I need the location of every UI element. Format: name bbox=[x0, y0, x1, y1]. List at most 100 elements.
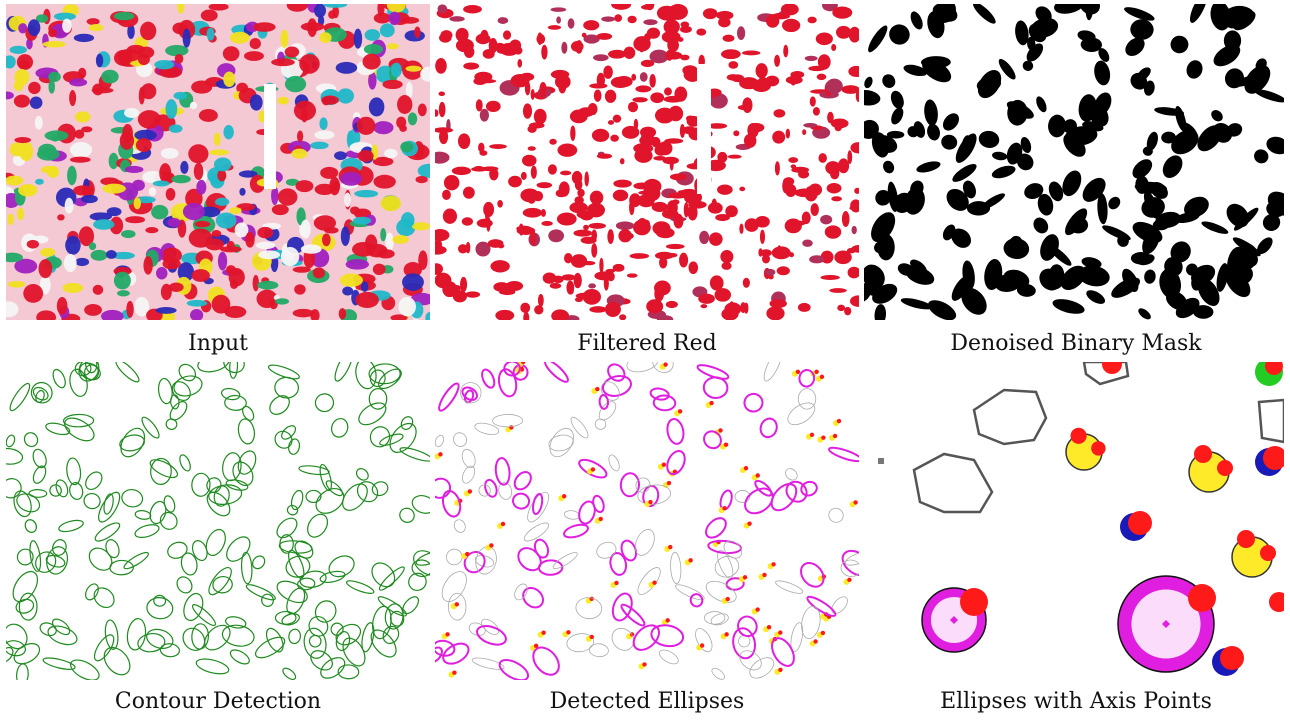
contour-outline bbox=[13, 643, 41, 665]
mask-blob bbox=[1211, 109, 1223, 122]
contour-outline bbox=[372, 605, 392, 640]
filtered-blob bbox=[522, 154, 537, 167]
filtered-blob bbox=[442, 208, 458, 224]
input-blob bbox=[200, 9, 218, 22]
input-blob bbox=[64, 197, 74, 214]
filtered-blob bbox=[832, 6, 853, 19]
input-blob bbox=[34, 115, 43, 130]
axis-dot-red bbox=[668, 544, 673, 550]
contour-outline bbox=[286, 504, 299, 516]
filtered-blob bbox=[817, 54, 831, 70]
mask-blob bbox=[927, 123, 940, 141]
contour-outline bbox=[285, 555, 311, 578]
filtered-blob bbox=[607, 120, 615, 125]
input-blob bbox=[7, 280, 26, 288]
input-blob bbox=[342, 286, 354, 296]
contour-outline bbox=[149, 459, 179, 479]
axis-dot-red bbox=[438, 452, 443, 457]
filtered-blob bbox=[587, 103, 598, 116]
input-blob bbox=[229, 31, 250, 44]
filtered-blob bbox=[593, 54, 609, 62]
contour-outline bbox=[232, 461, 254, 487]
input-blob bbox=[165, 187, 176, 201]
input-blob bbox=[345, 259, 369, 270]
filtered-blob bbox=[516, 225, 532, 232]
contour-gray bbox=[498, 482, 513, 500]
input-blob bbox=[398, 296, 416, 317]
ellipse-fit bbox=[689, 593, 704, 608]
filtered-blob bbox=[687, 204, 698, 221]
ellipse-fit bbox=[666, 418, 685, 445]
filtered-blob bbox=[663, 19, 680, 35]
input-blob bbox=[177, 262, 195, 282]
filtered-blob bbox=[576, 210, 590, 219]
axis-dot-red bbox=[566, 630, 571, 635]
contour-outline bbox=[126, 618, 147, 651]
mask-blob bbox=[1212, 123, 1233, 143]
ellipse-fit bbox=[532, 646, 560, 676]
filtered-blob bbox=[451, 166, 472, 176]
contour-outline bbox=[276, 517, 298, 539]
mask-blob bbox=[871, 212, 896, 243]
input-blob bbox=[321, 95, 339, 105]
input-blob bbox=[74, 111, 91, 123]
input-blob bbox=[405, 81, 413, 100]
mask-blob bbox=[1189, 4, 1208, 23]
contour-outline bbox=[167, 541, 188, 559]
filtered-blob bbox=[804, 185, 818, 202]
contour-outline bbox=[337, 664, 360, 680]
input-blob bbox=[211, 229, 222, 238]
axis-dot-red bbox=[718, 428, 723, 433]
filtered-blob bbox=[682, 126, 697, 135]
input-blob bbox=[382, 79, 403, 90]
input-blob bbox=[143, 256, 153, 275]
input-blob bbox=[62, 282, 84, 293]
axis-dot-red bbox=[665, 618, 670, 623]
mask-blob bbox=[864, 119, 879, 139]
filtered-blob bbox=[495, 309, 515, 320]
filtered-blob bbox=[722, 34, 735, 42]
filtered-blob bbox=[457, 244, 468, 254]
input-blob bbox=[65, 235, 81, 255]
contour-gray bbox=[611, 627, 635, 651]
mask-blob bbox=[1184, 196, 1209, 218]
contour-outline bbox=[42, 657, 76, 670]
filtered-blob bbox=[803, 122, 818, 128]
filtered-blob bbox=[552, 275, 564, 284]
input-blob bbox=[340, 171, 362, 186]
contour-outline bbox=[32, 448, 47, 469]
contour-outline bbox=[39, 622, 57, 637]
input-blob bbox=[6, 301, 19, 318]
contour-outline bbox=[335, 623, 362, 646]
input-blob bbox=[198, 109, 218, 122]
contour-outline bbox=[320, 657, 346, 679]
contour-gray bbox=[453, 519, 466, 533]
filtered-blob bbox=[742, 277, 750, 288]
input-blob bbox=[9, 45, 27, 55]
filtered-blob bbox=[608, 49, 627, 59]
input-blob bbox=[217, 169, 227, 182]
contour-outline bbox=[274, 376, 299, 399]
contour-gray bbox=[460, 382, 482, 404]
zoom-red-point bbox=[1265, 362, 1283, 375]
contour-outline bbox=[137, 632, 166, 653]
input-blob bbox=[280, 247, 300, 267]
input-blob bbox=[101, 309, 124, 320]
mask-blob bbox=[1216, 263, 1229, 292]
zoom-red-point bbox=[1260, 545, 1276, 561]
ellipse-fit bbox=[828, 446, 859, 463]
mask-blob bbox=[1232, 237, 1261, 257]
input-blob bbox=[384, 148, 398, 159]
filtered-blob bbox=[855, 90, 859, 102]
filtered-blob bbox=[654, 280, 671, 296]
filtered-blob bbox=[659, 256, 668, 269]
ellipse-fit bbox=[578, 500, 596, 525]
caption-contour-detection: Contour Detection bbox=[114, 689, 322, 714]
input-blob bbox=[105, 250, 117, 259]
mask-blob bbox=[1170, 35, 1189, 54]
mask-blob bbox=[1037, 193, 1054, 216]
input-blob bbox=[6, 55, 16, 69]
mask-blob bbox=[1165, 290, 1188, 311]
axis-dot-red bbox=[595, 386, 600, 392]
input-blob bbox=[134, 297, 150, 317]
